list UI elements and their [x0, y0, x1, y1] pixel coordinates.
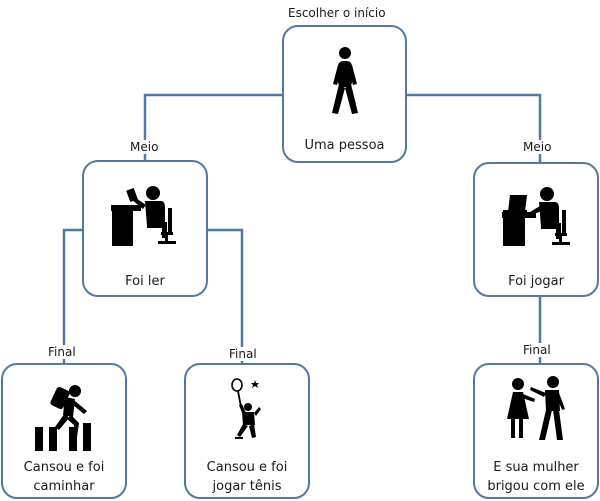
computer-at-desk-icon	[502, 187, 570, 246]
caption-cansou-caminhar: Cansou e foi caminhar	[3, 458, 125, 496]
hiker-climbing-icon	[35, 385, 91, 451]
caption-line-2: brigou com ele	[487, 479, 585, 494]
caption-line-2: caminhar	[33, 479, 95, 494]
label-final-walk: Final	[46, 345, 78, 359]
caption-foi-jogar: Foi jogar	[508, 274, 564, 289]
node-uma-pessoa: Uma pessoa	[282, 25, 407, 163]
caption-brigou: E sua mulher brigou com ele	[475, 458, 597, 496]
node-cansou-caminhar: Cansou e foi caminhar	[1, 363, 127, 499]
label-meio-left: Meio	[128, 140, 161, 154]
label-escolher-inicio: Escolher o início	[286, 6, 388, 20]
label-final-fight: Final	[521, 343, 553, 357]
connector-left-walk	[62, 228, 82, 363]
caption-line-1: Cansou e foi	[206, 460, 288, 475]
label-meio-right: Meio	[521, 140, 554, 154]
node-foi-jogar: Foi jogar	[473, 162, 599, 297]
caption-cansou-tenis: Cansou e foi jogar tênis	[186, 458, 308, 496]
connector-left-tennis	[208, 228, 244, 363]
caption-line-1: E sua mulher	[493, 460, 579, 475]
reading-at-desk-icon	[111, 186, 176, 246]
node-cansou-tenis: Cansou e foi jogar tênis	[184, 363, 310, 499]
node-foi-ler: Foi ler	[82, 160, 208, 297]
caption-uma-pessoa: Uma pessoa	[304, 138, 385, 153]
caption-line-1: Cansou e foi	[23, 460, 105, 475]
connector-root-right	[407, 93, 542, 162]
node-brigou: E sua mulher brigou com ele	[473, 363, 599, 499]
label-final-tennis: Final	[227, 347, 259, 361]
caption-foi-ler: Foi ler	[125, 274, 165, 289]
walking-person-icon	[331, 47, 358, 114]
couple-arguing-icon	[507, 376, 565, 440]
badminton-player-icon	[231, 378, 261, 439]
connector-root-left	[143, 93, 282, 160]
caption-line-2: jogar tênis	[212, 479, 282, 494]
